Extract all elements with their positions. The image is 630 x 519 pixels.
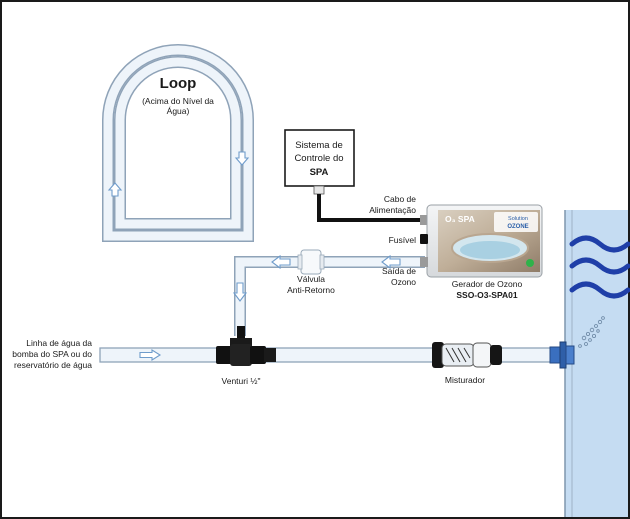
power-cable-label-1: Cabo de bbox=[384, 194, 416, 204]
power-cable-label-2: Alimentação bbox=[369, 205, 416, 215]
control-system-line3: SPA bbox=[310, 167, 329, 178]
power-cable bbox=[317, 194, 425, 222]
fuse-label: Fusível bbox=[389, 235, 417, 245]
generator-label-2: SSO-O3-SPA01 bbox=[456, 290, 518, 300]
wall-fitting bbox=[549, 341, 575, 369]
water-line-label-3: reservatório de água bbox=[14, 360, 92, 370]
check-valve-label-2: Anti-Retorno bbox=[287, 285, 335, 295]
ozone-generator bbox=[420, 204, 543, 278]
ozone-bubbles bbox=[578, 316, 605, 348]
generator-logo-line1: Solution bbox=[508, 216, 528, 222]
control-system-line1: Sistema de bbox=[295, 140, 343, 151]
control-system-line2: Controle do bbox=[294, 153, 343, 164]
generator-label-1: Gerador de Ozono bbox=[452, 279, 523, 289]
mixer-label: Misturador bbox=[445, 375, 485, 385]
venturi-injector bbox=[216, 326, 276, 366]
check-valve bbox=[297, 249, 325, 275]
loop-subtitle-2: Água) bbox=[167, 106, 190, 116]
check-valve-label-1: Válvula bbox=[297, 274, 325, 284]
ozone-outlet-label-2: Ozono bbox=[391, 277, 416, 287]
ozone-outlet-label-1: Saída de bbox=[382, 266, 416, 276]
loop-title: Loop bbox=[160, 75, 197, 92]
water-line-label-2: bomba do SPA ou do bbox=[12, 349, 92, 359]
control-system-box bbox=[284, 129, 355, 195]
static-mixer bbox=[432, 342, 502, 368]
generator-logo-line2: OZONE bbox=[507, 224, 528, 230]
flow-arrows bbox=[107, 151, 401, 361]
loop-subtitle-1: (Acima do Nível da bbox=[142, 96, 214, 106]
loop-tubing bbox=[102, 44, 254, 242]
generator-brand: O₃ SPA bbox=[445, 214, 475, 224]
power-connector bbox=[420, 215, 428, 225]
ozone-tube bbox=[234, 256, 425, 336]
venturi-label: Venturi ½" bbox=[222, 376, 261, 386]
water-line-label-1: Linha de água da bbox=[26, 338, 92, 348]
water-wave-icons bbox=[569, 235, 630, 299]
